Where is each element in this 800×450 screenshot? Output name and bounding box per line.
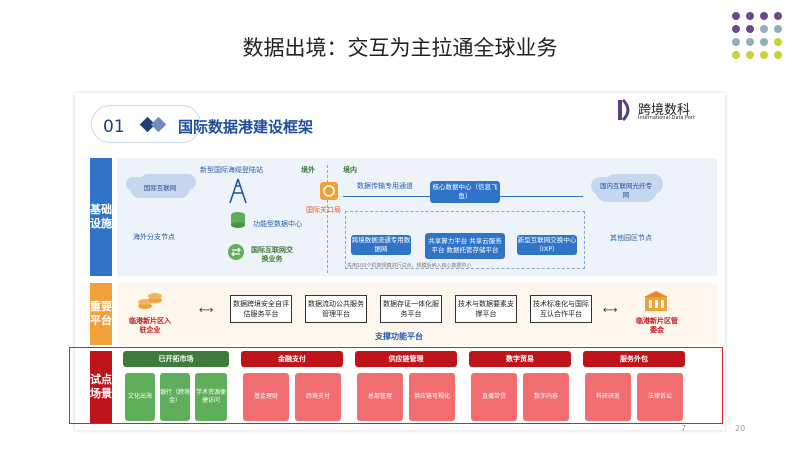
coins-icon <box>138 293 162 309</box>
landing-station: 新型国际海缆登陆站 <box>200 166 263 174</box>
pilot-group-2-title: 金融支付 <box>241 351 343 367</box>
cloud-right-label: 国内互联网光纤专网 <box>600 182 652 199</box>
platform-left-label: 临港新片区入驻企业 <box>129 317 171 334</box>
dashed-frame <box>345 211 585 269</box>
border-out-label: 境外 <box>301 166 315 174</box>
inner-page-number: 7 <box>681 424 687 433</box>
platform-right-label: 临港新片区管委会 <box>636 317 678 334</box>
slide-title: 数据出境：交互为主拉通全球业务 <box>242 36 558 60</box>
support-caption: 支撑功能平台 <box>375 332 423 341</box>
cloud-right-icon <box>595 178 657 202</box>
row-label-platform: 重要平台 <box>90 283 112 345</box>
cross-border-box: 跨境数据流通专用数据网 <box>351 235 411 255</box>
row-label-pilot: 试点场景 <box>90 351 112 423</box>
pilot-item: 学术资源便捷访问 <box>195 373 227 421</box>
highlight-frame <box>69 347 723 424</box>
overseas-node: 海外分支节点 <box>133 233 175 241</box>
pilot-item: 供应链可视化 <box>409 373 455 421</box>
pilot-group-4-title: 数字贸易 <box>469 351 571 367</box>
shared-platform-box: 共享算力平台 共享云服务平台 数据托管存储平台 <box>425 233 505 259</box>
infra-area <box>117 158 717 276</box>
pilot-item: 银行（跨境金） <box>160 373 190 421</box>
gateway-icon <box>320 182 338 200</box>
exchange-icon <box>228 244 244 260</box>
pilot-group-5-title: 服务外包 <box>583 351 685 367</box>
row-label-infra: 基础设施 <box>90 158 112 276</box>
core-dc-box: 核心数据中心（信息飞鱼） <box>430 181 500 203</box>
brand-name: 跨境数科 <box>638 103 691 118</box>
building-icon <box>644 291 668 311</box>
pilot-item: 总部管理 <box>357 373 403 421</box>
pilot-item: 法律诉讼 <box>637 373 683 421</box>
arrow-right-icon: ⟷ <box>603 305 618 316</box>
gateway-label: 国际关口局 <box>306 206 341 214</box>
tower-icon <box>229 178 247 204</box>
ixp-box: 新型互联网交换中心（IXP） <box>517 235 577 255</box>
decorative-dots <box>728 8 792 72</box>
pilot-group-3-title: 供应链管理 <box>355 351 457 367</box>
section-number: 01 <box>103 117 125 137</box>
section-title: 国际数据港建设框架 <box>178 118 314 136</box>
platform-item-3: 数据存证一体化服务平台 <box>380 295 442 323</box>
outer-page-number: 20 <box>735 424 746 433</box>
brand-subtitle: International Data Port <box>638 115 695 121</box>
func-dc: 功能型数据中心 <box>253 220 302 228</box>
platform-item-4: 技术与数据要素支撑平台 <box>455 295 517 323</box>
other-nodes: 其他园区节点 <box>610 234 652 242</box>
pilot-item: 直播带货 <box>471 373 517 421</box>
platform-item-5: 技术标准化与国际互认合作平台 <box>530 295 592 323</box>
framework-figure: 01 国际数据港建设框架 跨境数科 International Data Por… <box>75 93 725 430</box>
database-icon <box>231 212 245 228</box>
platform-item-2: 数据流动公共服务管理平台 <box>305 295 367 323</box>
border-in-label: 境内 <box>343 166 357 174</box>
pilot-item: 跨境支付 <box>295 373 341 421</box>
arrow-left-icon: ⟷ <box>199 305 214 316</box>
brand-logo-icon <box>618 98 630 122</box>
pilot-item: 基金理财 <box>243 373 289 421</box>
intl-exchange: 国际互联网交换业务 <box>251 246 293 263</box>
pilot-item: 文化出海 <box>125 373 155 421</box>
border-line <box>327 165 328 273</box>
pilot-item: 科研研发 <box>585 373 631 421</box>
pilot-item: 数字内容 <box>523 373 569 421</box>
infra-note: 先用100个机架规模进行试点，规模后纳入核心数据中心 <box>347 263 472 269</box>
pilot-group-1-title: 已开拓市场 <box>123 351 229 367</box>
channel-label: 数据传输专用通道 <box>357 182 413 190</box>
cloud-left-icon <box>130 178 190 198</box>
cloud-left-label: 国际互联网 <box>143 184 177 192</box>
platform-item-1: 数据跨境安全自评估服务平台 <box>230 295 292 323</box>
